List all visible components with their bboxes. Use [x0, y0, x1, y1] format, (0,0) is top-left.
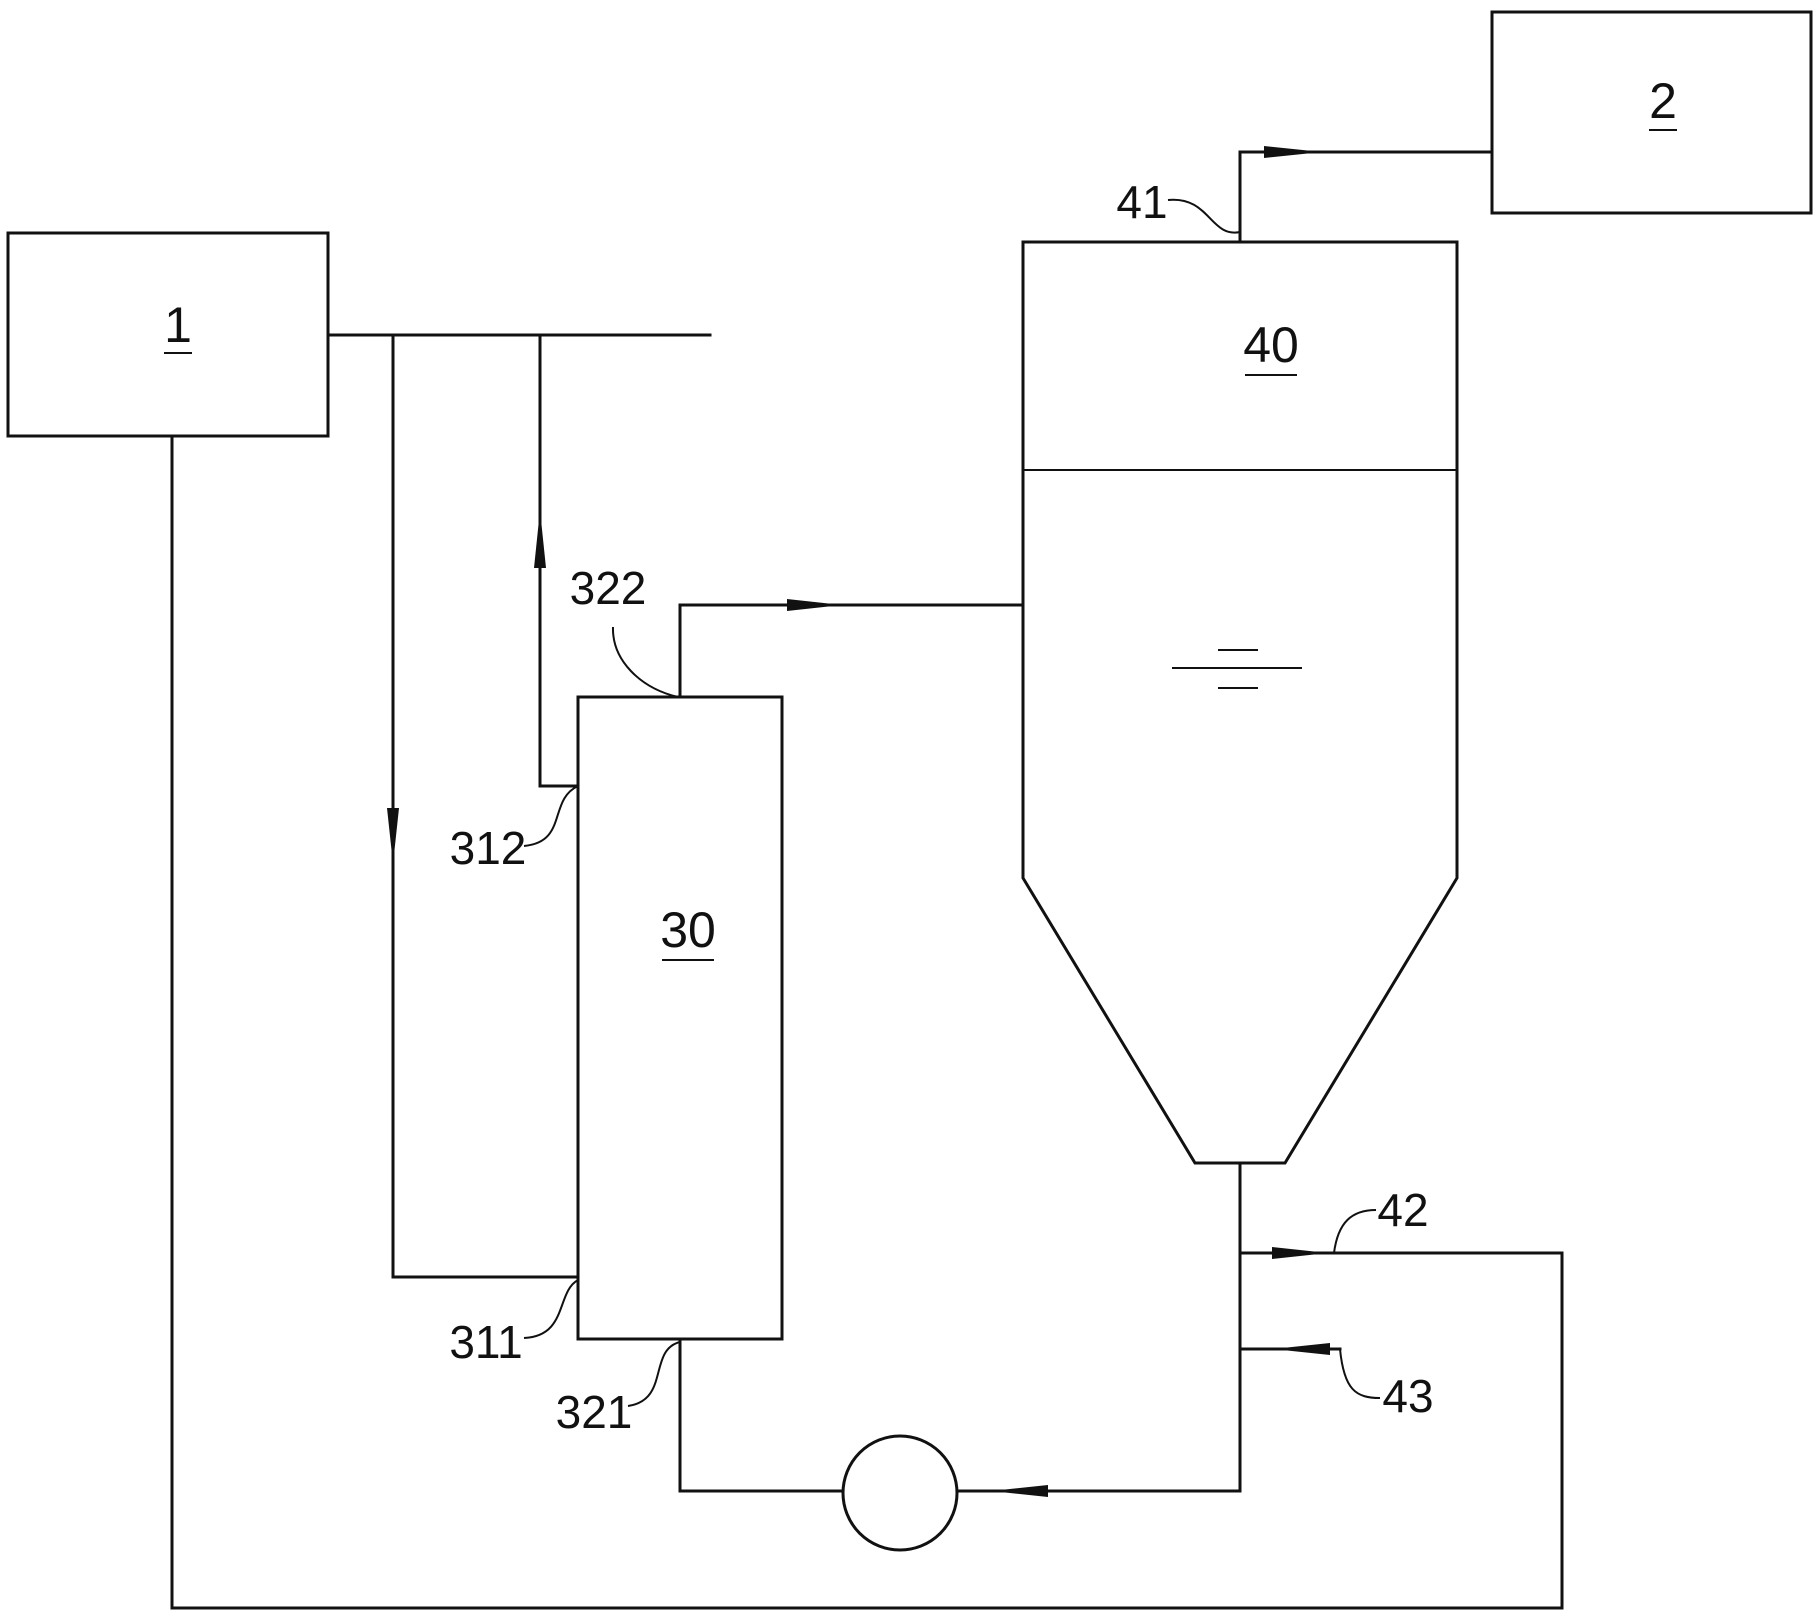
vessel-40-label: 40 — [1243, 317, 1299, 373]
leader-321 — [627, 1341, 681, 1407]
port-41-label: 41 — [1116, 176, 1167, 228]
leader-311 — [523, 1279, 579, 1339]
column-30: 30 — [576, 695, 784, 1341]
port-labels: 322 312 311 321 41 42 43 — [449, 176, 1433, 1438]
unit-2-label: 2 — [1649, 73, 1677, 129]
port-321-label: 321 — [556, 1386, 633, 1438]
arrow-left-to-pump-icon — [991, 1485, 1048, 1497]
port-322-label: 322 — [570, 562, 647, 614]
arrow-down-to-311-icon — [387, 808, 399, 864]
arrow-left-43-icon — [1273, 1343, 1330, 1355]
leader-43 — [1339, 1348, 1381, 1399]
leader-42 — [1333, 1209, 1377, 1254]
port-43-label: 43 — [1382, 1370, 1433, 1422]
unit-2-box — [1490, 10, 1813, 215]
line-to-port-311 — [391, 333, 580, 1279]
piping — [170, 150, 1564, 1610]
column-30-label: 30 — [660, 902, 716, 958]
vessel-40-body — [1021, 240, 1459, 1165]
line-vessel-bottom-to-pump — [955, 1161, 1242, 1493]
liquid-level-symbol — [1172, 649, 1302, 689]
arrow-right-to-vessel-icon — [787, 599, 842, 611]
leader-41 — [1167, 198, 1241, 234]
line-42-return-loop — [170, 434, 1564, 1610]
line-port-322-to-vessel — [678, 603, 1025, 699]
leader-312 — [523, 785, 579, 847]
leader-lines — [523, 198, 1381, 1407]
arrow-right-42-icon — [1272, 1247, 1328, 1259]
unit-1: 1 — [6, 231, 330, 438]
arrow-right-to-unit-2-icon — [1264, 146, 1322, 158]
unit-1-label: 1 — [164, 297, 192, 353]
port-312-label: 312 — [450, 822, 527, 874]
line-pump-to-port-321 — [678, 1337, 845, 1493]
line-port-41-to-unit-2 — [1238, 150, 1494, 244]
pump — [841, 1434, 959, 1552]
column-30-box — [576, 695, 784, 1341]
port-42-label: 42 — [1377, 1184, 1428, 1236]
flow-arrows — [387, 146, 1330, 1497]
vessel-40: 40 — [1021, 240, 1459, 1165]
leader-322 — [611, 626, 679, 698]
port-311-label: 311 — [449, 1316, 522, 1368]
arrow-up-from-312-icon — [534, 510, 546, 568]
unit-2: 2 — [1490, 10, 1813, 215]
line-from-port-312 — [538, 333, 580, 788]
